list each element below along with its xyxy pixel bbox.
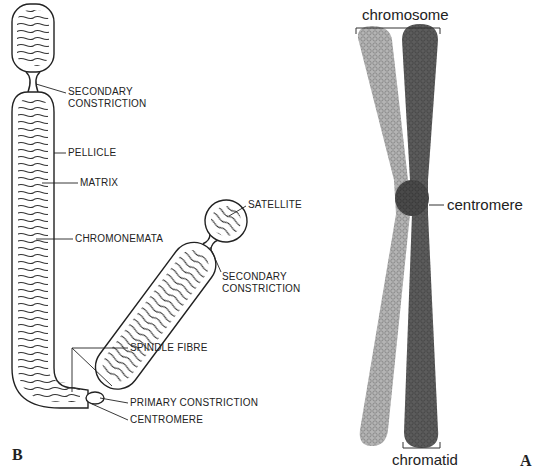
part-label: SECONDARY CONSTRICTION [68, 86, 148, 109]
part-label: SATELLITE [248, 199, 302, 211]
part-label: SECONDARY CONSTRICTION [222, 271, 302, 294]
part-label: chromatid [392, 451, 458, 468]
part-label: CHROMONEMATA [75, 233, 163, 245]
part-label: PRIMARY CONSTRICTION [130, 397, 258, 409]
part-label: MATRIX [80, 177, 118, 189]
part-label: chromosome [362, 6, 449, 23]
chromosome-a [358, 24, 438, 448]
part-label: CENTROMERE [130, 414, 203, 426]
brackets [356, 28, 444, 448]
long-arm [12, 4, 88, 408]
part-label: SPINDLE FIBRE [130, 342, 208, 354]
leader-lines [36, 84, 246, 420]
part-label: PELLICLE [68, 147, 116, 159]
short-arm [87, 191, 256, 398]
part-label: centromere [447, 196, 523, 213]
panel-letter: B [12, 446, 23, 464]
panel-letter: A [520, 452, 532, 470]
